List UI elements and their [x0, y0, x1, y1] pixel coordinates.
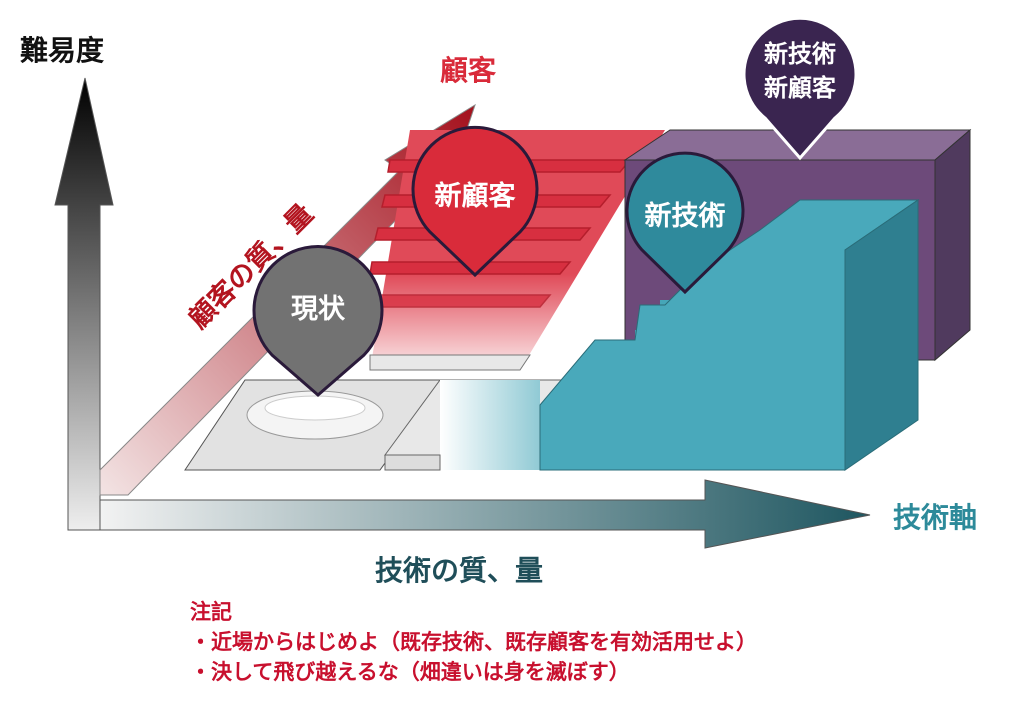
pin-new-tech-new-customer: 新技術 新顧客: [742, 16, 858, 161]
note-item: ・近場からはじめよ（既存技術、既存顧客を有効活用せよ）: [190, 630, 757, 654]
difficulty-label: 難易度: [20, 34, 104, 67]
water-drop-highlight: [264, 395, 366, 421]
difficulty-axis-arrow: [54, 77, 114, 531]
pin-label-line2: 新顧客: [764, 74, 837, 102]
notes: 注記 ・近場からはじめよ（既存技術、既存顧客を有効活用せよ） ・決して飛び越える…: [190, 597, 757, 687]
pin-label: 新顧客: [435, 180, 517, 212]
pin-new-customer: 新顧客: [411, 125, 539, 278]
technology-axis-label: 技術軸: [893, 501, 977, 534]
pin-label: 現状: [291, 294, 346, 325]
technology-axis-arrow: [99, 479, 871, 549]
note-item: ・決して飛び越えるな（畑違いは身を滅ぼす）: [190, 660, 630, 684]
technology-quality-label: 技術の質、量: [375, 554, 543, 587]
customer-label: 顧客: [440, 54, 497, 87]
new-technology-stairs: [384, 199, 920, 471]
pin-current: 現状: [252, 245, 384, 397]
pin-label-line1: 新技術: [764, 40, 836, 68]
pin-new-technology: 新技術: [625, 151, 745, 295]
pin-label: 新技術: [645, 200, 726, 232]
notes-title: 注記: [190, 600, 232, 624]
